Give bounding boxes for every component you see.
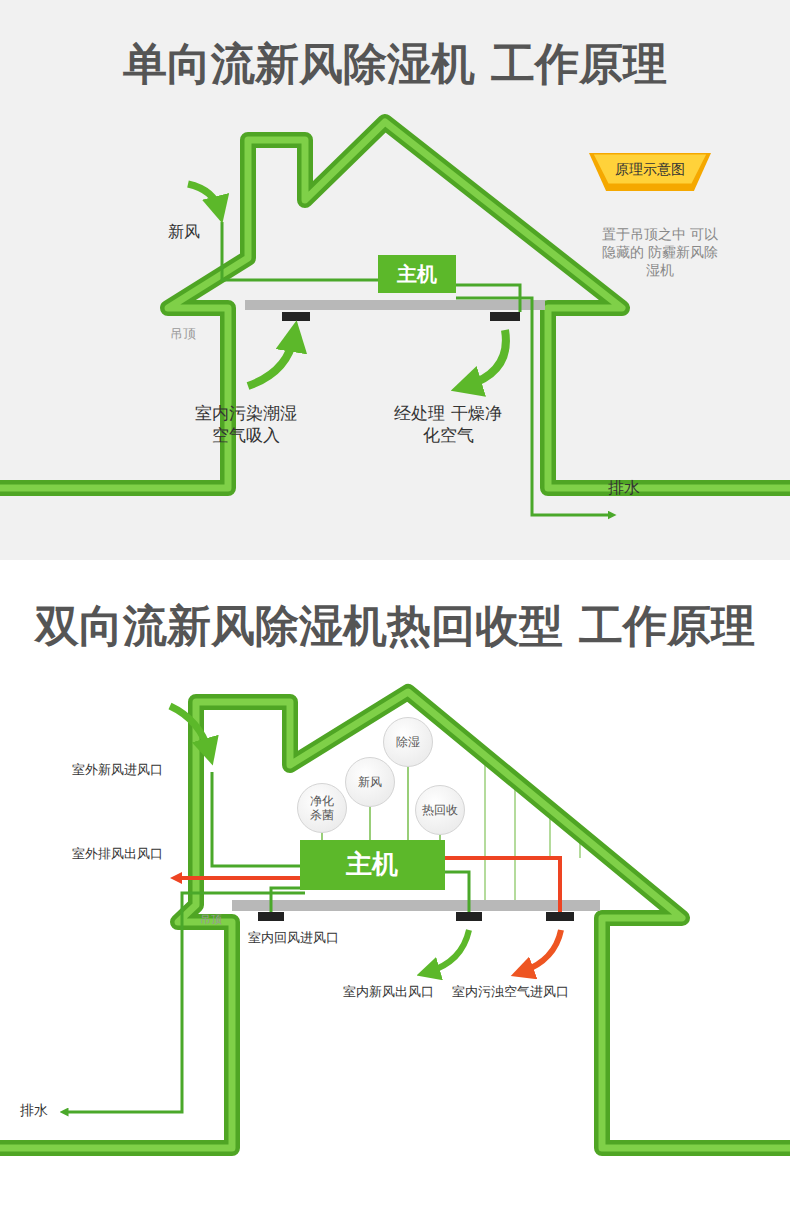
outlet-label: 经处理 干燥净化空气 bbox=[392, 402, 504, 446]
feature-circle: 新风 bbox=[345, 757, 395, 807]
drain-label: 排水 bbox=[20, 1101, 48, 1119]
node-text: 主机 bbox=[346, 849, 398, 880]
feature-circle: 净化杀菌 bbox=[297, 783, 347, 833]
port-label: 室外排风出风口 bbox=[72, 846, 163, 863]
ceiling-label: 吊顶 bbox=[200, 913, 222, 927]
feature-circle: 热回收 bbox=[415, 785, 465, 835]
drain-label: 排水 bbox=[608, 478, 640, 499]
section-title: 双向流新风除湿机热回收型 工作原理 bbox=[0, 600, 790, 653]
note-text: 置于吊顶之中 可以隐藏的 防霾新风除湿机 bbox=[596, 225, 724, 280]
port-label: 室内回风进风口 bbox=[248, 930, 339, 947]
node-text: 原理示意图 bbox=[615, 161, 685, 178]
feature-circle: 除湿 bbox=[383, 717, 433, 767]
stem-connector bbox=[369, 807, 371, 840]
node-text: 主机 bbox=[397, 262, 437, 286]
port-label: 室内新风出风口 bbox=[343, 984, 434, 1001]
stem-connector bbox=[407, 767, 409, 840]
host-box: 主机 bbox=[378, 255, 456, 293]
node-text: 新风 bbox=[358, 775, 382, 789]
ceiling-label: 吊顶 bbox=[170, 326, 196, 343]
port-label: 室外新风进风口 bbox=[72, 762, 163, 779]
port-label: 室内污浊空气进风口 bbox=[452, 984, 569, 1001]
node-text: 热回收 bbox=[422, 803, 458, 817]
page-title: 单向流新风除湿机 工作原理 bbox=[0, 38, 790, 91]
intake-label: 室内污染潮湿 空气吸入 bbox=[190, 402, 302, 446]
host-box: 主机 bbox=[300, 840, 445, 890]
stem-connector bbox=[321, 833, 323, 840]
node-text: 除湿 bbox=[396, 735, 420, 749]
title-badge: 原理示意图 bbox=[589, 153, 711, 191]
node-text: 净化杀菌 bbox=[309, 794, 335, 823]
inlet-label: 新风 bbox=[168, 222, 200, 243]
